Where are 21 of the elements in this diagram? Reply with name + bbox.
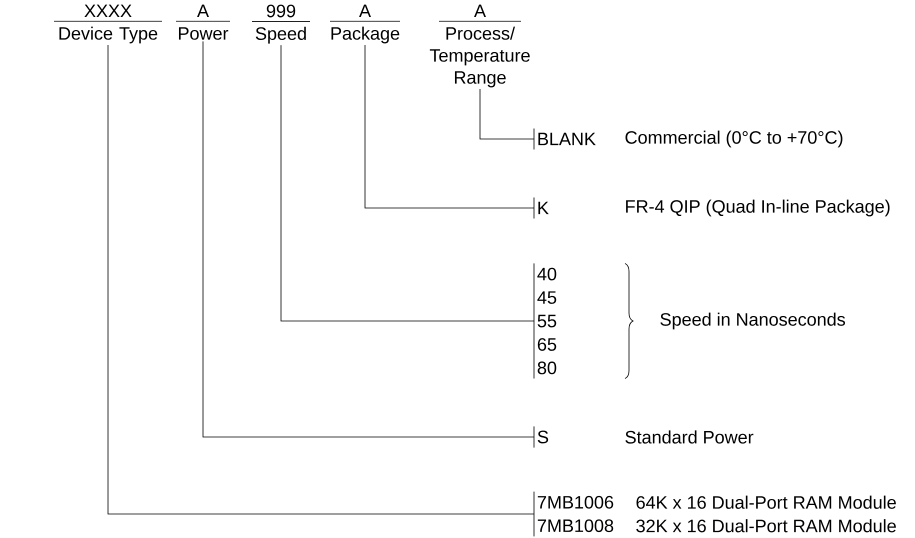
option-list: S <box>534 426 548 448</box>
description-text: FR-4 QIP (Quad In-line Package) <box>626 200 890 216</box>
leader-line <box>202 41 534 438</box>
description-text: Standard Power <box>625 430 754 444</box>
leader-line <box>108 44 534 514</box>
option-list: 7MB1006 7MB1008 <box>534 491 614 537</box>
option-list: K <box>534 197 549 219</box>
field-label: A Package <box>330 4 400 44</box>
option-list: 40 45 55 65 80 <box>534 263 556 379</box>
field-label: A Process/ Temperature Range <box>430 4 530 88</box>
description-text: 32K x 16 Dual-Port RAM Module <box>636 519 896 532</box>
field-label: 999 Speed <box>252 4 310 44</box>
field-label: XXXX Device Type <box>54 4 162 44</box>
option-list: BLANK <box>534 128 596 150</box>
description-text: Speed in Nanoseconds <box>660 312 846 330</box>
leader-line <box>280 44 534 322</box>
leader-line <box>480 88 534 140</box>
description-text: Commercial (0°C to +70°C) <box>626 130 842 148</box>
description-text: 64K x 16 Dual-Port RAM Module <box>636 496 896 509</box>
leader-line <box>364 44 534 208</box>
field-label: A Power <box>176 4 230 40</box>
